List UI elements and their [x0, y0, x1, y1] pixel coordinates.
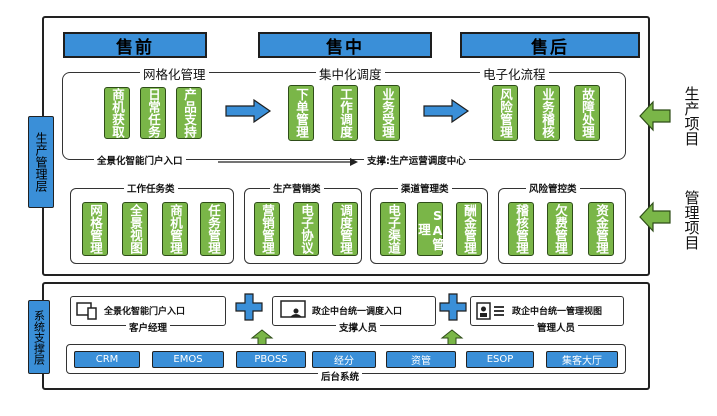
electronic-item-audit: 业务稽核	[534, 85, 560, 141]
phase-presale: 售前	[63, 32, 207, 58]
category-marketing-title: 生产营销类	[270, 181, 324, 195]
account-manager-label: 客户经理	[126, 320, 171, 334]
device-icon	[76, 302, 97, 320]
electronic-item-risk: 风险管理	[492, 85, 518, 141]
management-view-text: 政企中台统一管理视图	[512, 307, 603, 317]
grid-item-product-support: 产品支持	[176, 87, 202, 139]
backend-system-ziguan: 资管	[386, 351, 456, 368]
flow-arrow-icon	[423, 98, 470, 124]
support-center-label: 支撑:生产运营调度中心	[364, 153, 469, 167]
category-channel-title: 渠道管理类	[398, 181, 452, 195]
electronic-process-title: 电子化流程	[480, 64, 549, 83]
central-dispatch-title: 集中化调度	[316, 64, 385, 83]
category-item: 网格管理	[82, 202, 108, 256]
management-staff-label: 管理人员	[534, 320, 579, 334]
portal-entry-text: 全景化智能门户入口	[104, 307, 186, 317]
plus-icon	[235, 293, 263, 321]
management-project-label: 管理项目	[682, 190, 701, 250]
backend-system-jike: 集客大厅	[546, 351, 618, 368]
central-item-work-dispatch: 工作调度	[332, 85, 358, 141]
backend-systems-label: 后台系统	[318, 369, 363, 383]
category-item: 调度管理	[332, 202, 358, 256]
category-item: 全景视图	[122, 202, 148, 256]
category-item: 资金管理	[588, 202, 614, 256]
backend-system-crm: CRM	[74, 351, 140, 368]
category-item: 任务管理	[200, 202, 226, 256]
category-item: SA管理	[416, 202, 445, 256]
category-risk-title: 风险管控类	[526, 181, 580, 195]
backend-system-jingfen: 经分	[312, 351, 376, 368]
support-staff-label: 支撑人员	[336, 320, 381, 334]
grid-management-title: 网格化管理	[140, 64, 209, 83]
production-management-layer-label: 生产管理层	[28, 116, 54, 208]
backend-system-pboss: PBOSS	[236, 351, 306, 368]
category-item: 营销管理	[254, 202, 280, 256]
category-item: 商机管理	[162, 202, 188, 256]
id-card-icon	[476, 302, 504, 320]
backend-system-emos: EMOS	[152, 351, 224, 368]
flow-arrow-icon	[225, 98, 272, 124]
portal-entry-label: 全景化智能门户入口	[94, 153, 186, 167]
production-project-label: 生产项目	[682, 86, 701, 146]
grid-item-daily-task: 日常任务	[140, 87, 166, 139]
electronic-item-fault: 故障处理	[574, 85, 600, 141]
category-item: 稽核管理	[508, 202, 534, 256]
phase-midsale: 售中	[258, 32, 432, 58]
phase-aftersale: 售后	[460, 32, 640, 58]
central-item-order: 下单管理	[288, 85, 314, 141]
central-item-business: 业务受理	[374, 85, 400, 141]
support-arrow-icon	[218, 158, 358, 166]
system-support-layer-label: 系统支撑层	[28, 300, 50, 374]
presentation-icon	[280, 300, 306, 318]
category-item: 欠费管理	[547, 202, 573, 256]
category-item: 电子渠道	[380, 202, 406, 256]
category-work-task-title: 工作任务类	[124, 181, 178, 195]
category-item: 电子协议	[293, 202, 319, 256]
backend-system-esop: ESOP	[466, 351, 534, 368]
left-arrow-icon	[639, 100, 671, 132]
category-item: 酬金管理	[456, 202, 482, 256]
plus-icon	[439, 293, 467, 321]
grid-item-opportunity: 商机获取	[104, 87, 130, 139]
dispatch-entry-text: 政企中台统一调度入口	[312, 307, 403, 317]
left-arrow-icon	[639, 201, 671, 233]
